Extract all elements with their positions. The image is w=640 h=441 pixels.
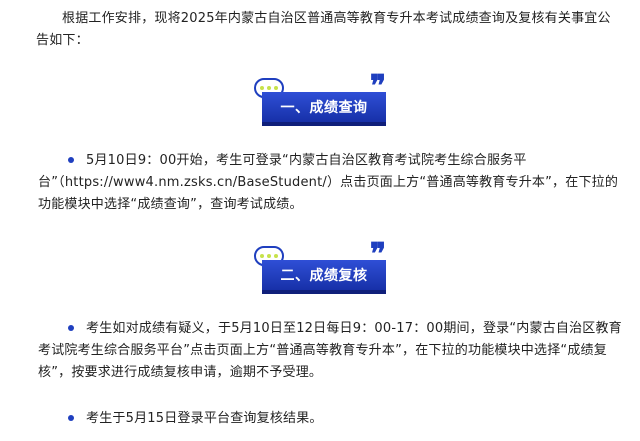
bullet-paragraph-score-review: 考生如对成绩有疑义，于5月10日至12日每日9：00-17：00期间，登录“内蒙…: [38, 318, 622, 384]
section-heading-score-query: ❞ 一、成绩查询: [254, 72, 386, 128]
intro-paragraph: 根据工作安排，现将2025年内蒙古自治区普通高等教育专升本考试成绩查询及复核有关…: [36, 11, 611, 48]
section-title: 二、成绩复核: [262, 260, 386, 294]
bullet-dot-icon: [68, 414, 74, 421]
section-heading-score-review: ❞ 二、成绩复核: [254, 240, 386, 296]
section-title: 一、成绩查询: [262, 92, 386, 126]
bullet-text: 5月10日9：00开始，考生可登录“内蒙古自治区教育考试院考生综合服务平台”（h…: [38, 153, 619, 212]
bullet-dot-icon: [68, 156, 74, 163]
bullet-text: 考生如对成绩有疑义，于5月10日至12日每日9：00-17：00期间，登录“内蒙…: [38, 321, 622, 380]
bullet-text: 考生于5月15日登录平台查询复核结果。: [86, 411, 323, 426]
bullet-paragraph-score-query: 5月10日9：00开始，考生可登录“内蒙古自治区教育考试院考生综合服务平台”（h…: [38, 150, 622, 216]
bullet-paragraph-review-result: 考生于5月15日登录平台查询复核结果。: [38, 408, 622, 430]
bullet-dot-icon: [68, 324, 74, 331]
